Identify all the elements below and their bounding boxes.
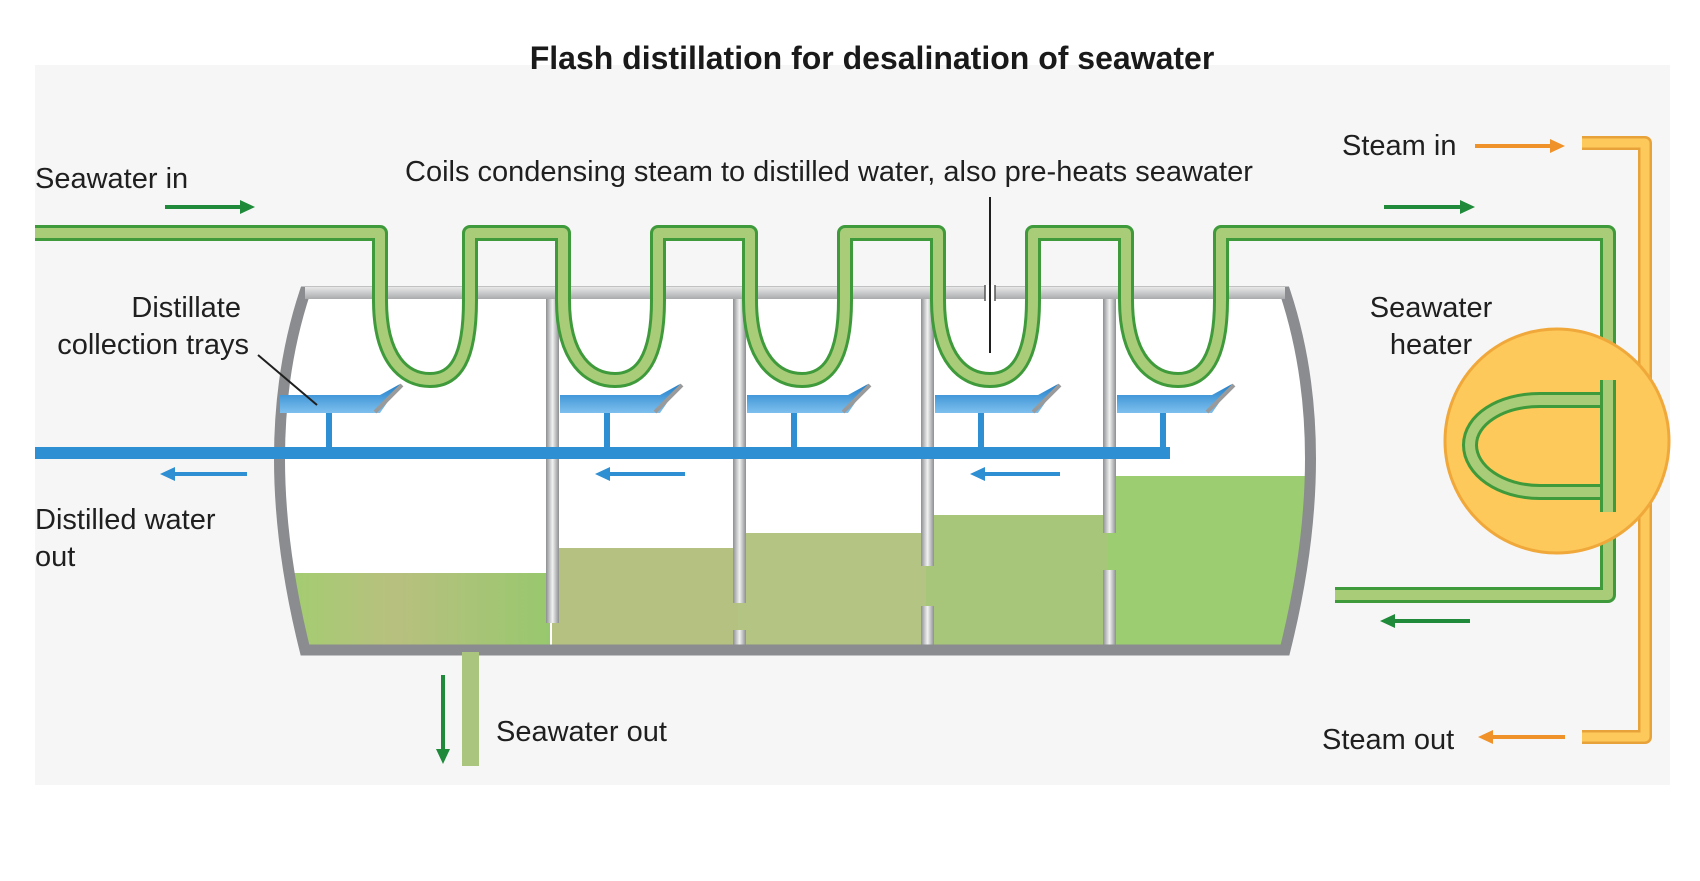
diagram-title: Flash distillation for desalination of s… <box>530 40 1215 76</box>
label-distilled-out-line-2: out <box>35 541 75 573</box>
leader-line-trays <box>257 354 318 406</box>
brine-stage-3 <box>738 533 926 650</box>
label-steam-in: Steam in <box>1342 130 1456 162</box>
collection-tray-4 <box>935 383 1062 449</box>
label-distilled-out-line-1: Distilled water <box>35 504 216 536</box>
label-coils: Coils condensing steam to distilled wate… <box>405 156 1253 188</box>
arrow-right-icon <box>1384 200 1475 214</box>
label-distillate-line-2: collection trays <box>57 329 249 361</box>
arrow-left-icon <box>160 467 247 481</box>
label-seawater-in: Seawater in <box>35 163 188 195</box>
label-distillate-line-1: Distillate <box>131 292 241 324</box>
brine-stage-1 <box>279 573 550 650</box>
vessel-top-bar <box>305 287 1285 299</box>
collection-tray-1 <box>280 383 404 449</box>
arrow-left-icon <box>970 467 1060 481</box>
collection-tray-3 <box>747 383 872 449</box>
heater-coil <box>1461 380 1616 512</box>
seawater-heater <box>1443 327 1671 555</box>
arrow-right-icon <box>165 200 255 214</box>
arrow-left-icon <box>1478 730 1565 744</box>
vessel-interior <box>279 292 1311 650</box>
arrow-right-icon <box>1475 139 1565 153</box>
arrow-left-icon <box>595 467 685 481</box>
seawater-out-pipe <box>462 652 479 766</box>
distillate-system <box>35 383 1236 459</box>
stage-dividers <box>546 298 1116 650</box>
collection-tray-5 <box>1117 383 1236 449</box>
brine-stage-4 <box>926 515 1108 650</box>
distilled-water-pipe <box>35 447 1170 459</box>
flow-arrows <box>160 139 1565 764</box>
label-seawater-heater-line-1: Seawater <box>1370 292 1493 324</box>
brine-stage-5 <box>1108 476 1311 650</box>
arrow-left-icon <box>1380 614 1470 628</box>
label-seawater-out: Seawater out <box>496 716 667 748</box>
arrow-down-icon <box>436 675 450 764</box>
brine-stage-2 <box>552 548 738 650</box>
label-seawater-heater-line-2: heater <box>1390 329 1473 361</box>
label-steam-out: Steam out <box>1322 724 1454 756</box>
collection-tray-2 <box>560 383 684 449</box>
